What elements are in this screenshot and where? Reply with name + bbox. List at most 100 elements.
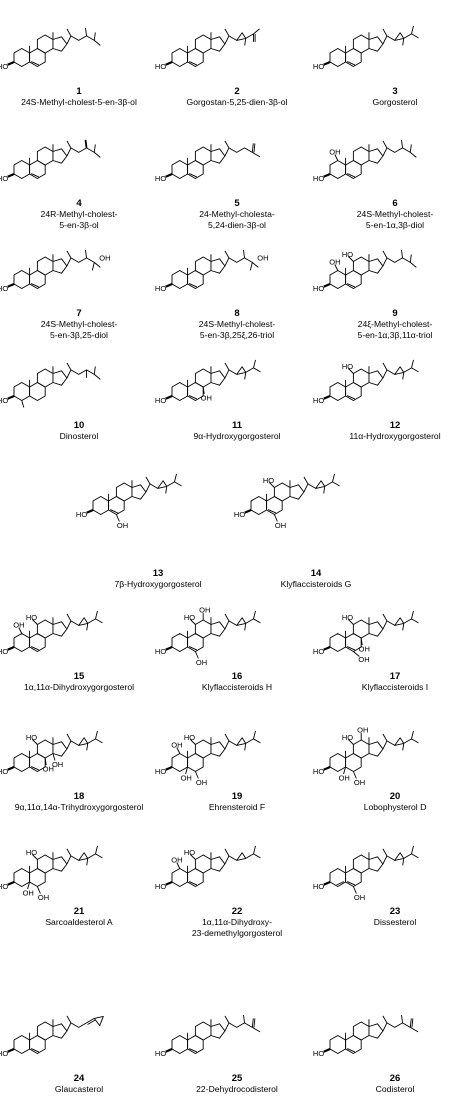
c5-oh-label: OH [23, 889, 34, 898]
c1-oh-bond [176, 747, 181, 754]
structure-3: HO [313, 25, 419, 71]
double-bond [189, 881, 197, 886]
ring-d [210, 148, 226, 164]
compound-name: Dinosterol [59, 431, 99, 441]
ring-d [52, 36, 68, 52]
c25-oh-label: OH [257, 253, 268, 262]
side-chain [382, 139, 417, 158]
ring-c [352, 146, 370, 166]
c3-bond [244, 508, 252, 514]
c11-oh-bond [32, 739, 38, 745]
c9-oh-bond [202, 386, 205, 395]
compound-number: 21 [73, 906, 85, 917]
compound-name: 24S-Methyl-cholest- 5-en-3β,25-diol [40, 319, 118, 340]
c11-oh-bond [348, 739, 354, 745]
ring-c [36, 368, 54, 388]
double-bond [31, 1048, 39, 1053]
c3-bond [165, 172, 173, 178]
ring-c [36, 854, 54, 874]
ring-d [52, 258, 68, 274]
compound-number: 12 [389, 420, 401, 431]
ring-a [329, 270, 347, 289]
double-bond [31, 646, 39, 651]
c3-bond [323, 172, 331, 178]
double-bond [347, 61, 355, 66]
c14-oh-label: OH [52, 760, 63, 769]
c1-oh-label: OH [171, 741, 182, 750]
compound-name: 11α-Hydroxygorgosterol [349, 431, 441, 441]
ch2oh-bond [353, 651, 360, 657]
compound-name: 9α,11α,14α-Trihydroxygorgosterol [14, 802, 144, 812]
ho-label: HO [155, 284, 166, 293]
compound-name: 7β-Hydroxygorgosterol [114, 579, 202, 589]
ring-d [52, 1023, 68, 1039]
double-bond [268, 509, 276, 514]
ring-a [171, 160, 189, 179]
c11-oh-label: HO [342, 613, 353, 622]
c3-bond [165, 60, 173, 66]
ring-a [13, 382, 31, 401]
c25-oh-label: OH [99, 253, 110, 262]
ring-a [329, 868, 347, 887]
c5-oh-bond [27, 881, 31, 890]
c6-oh-bond [194, 771, 199, 779]
ho-label: HO [0, 174, 8, 183]
ring-c [194, 34, 212, 54]
compound-number: 6 [392, 198, 398, 209]
c7-oh-label: OH [117, 521, 128, 530]
structure-5: HO [155, 140, 261, 183]
c1-oh-bond [334, 264, 339, 271]
c3-bond [323, 645, 331, 651]
side-chain [66, 845, 103, 866]
c1-oh-label: OH [329, 258, 340, 267]
double-bond [347, 173, 355, 178]
double-bond [31, 766, 39, 771]
double-bond [336, 881, 345, 886]
structure-2: HO [155, 28, 260, 71]
ring-d [368, 36, 384, 52]
ring-d [210, 258, 226, 274]
c11-oh-bond [190, 619, 196, 625]
c6-oh-label: OH [38, 893, 49, 902]
ring-a [329, 382, 347, 401]
structure-8: HO OH [155, 249, 269, 293]
ring-a [13, 633, 31, 652]
c9-oh-bond [44, 757, 47, 766]
ring-d [210, 621, 226, 637]
compound-name: Ehrensteroid F [208, 802, 266, 812]
ring-c [36, 34, 54, 54]
ring-d [52, 148, 68, 164]
side-chain [382, 730, 419, 751]
ho-label: HO [155, 62, 166, 71]
ring-a [250, 496, 268, 515]
ring-a [171, 48, 189, 67]
ho-label: HO [313, 284, 324, 293]
compound-number: 7 [76, 308, 82, 319]
c11-oh-label: HO [26, 613, 37, 622]
ring-a [92, 496, 110, 515]
c14-oh-bond [52, 753, 56, 761]
ho-label: HO [0, 882, 8, 891]
side-chain [382, 845, 419, 866]
c11-oh-label: HO [342, 250, 353, 259]
ring-c [36, 256, 54, 276]
side-chain [66, 249, 101, 271]
c3-bond [7, 394, 15, 400]
c3-bond [165, 645, 173, 651]
ring-c [194, 854, 212, 874]
c3-bond [7, 60, 15, 66]
ring-d [210, 856, 226, 872]
ring-d [52, 370, 68, 386]
double-bond [347, 395, 355, 400]
ho-label: HO [313, 62, 324, 71]
ring-c [352, 854, 370, 874]
c12-oh-label: OH [199, 606, 210, 615]
compound-name: Lobophysterol D [363, 802, 427, 812]
ho-label: HO [234, 510, 245, 519]
ring-d [131, 484, 147, 500]
c5-oh-bond [185, 766, 189, 775]
ring-d [210, 741, 226, 757]
ring-d [368, 856, 384, 872]
